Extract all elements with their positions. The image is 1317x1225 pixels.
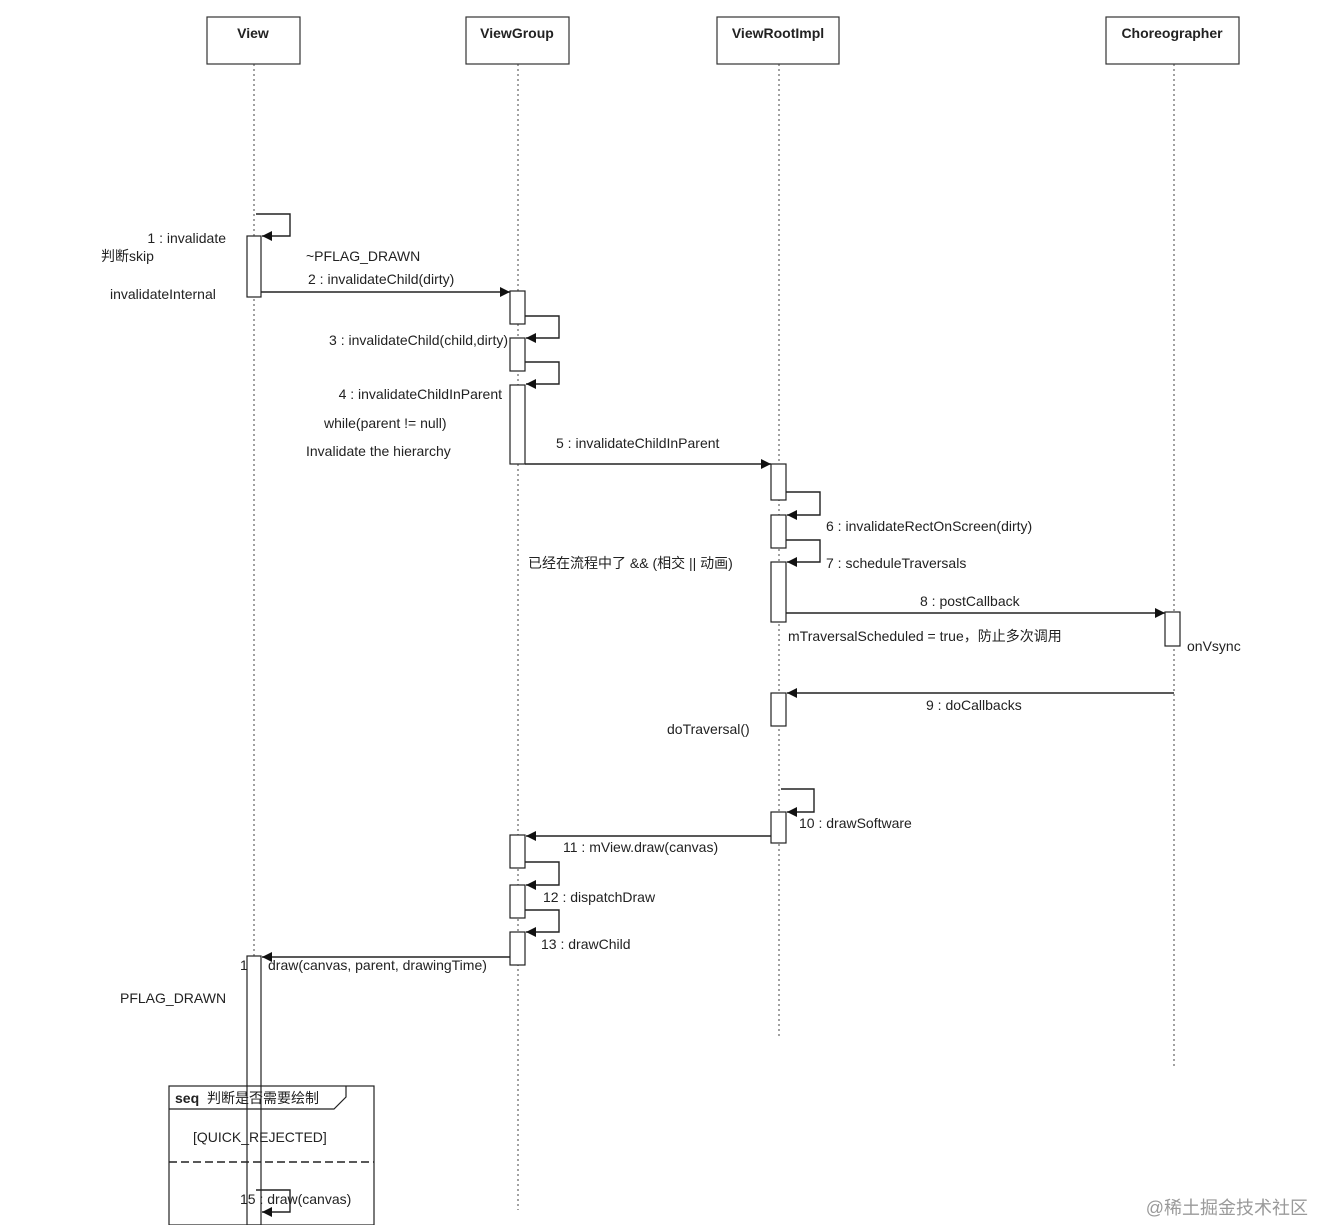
note-pflag-drawn-clear: ~PFLAG_DRAWN	[306, 248, 420, 264]
participant-viewrootimpl: ViewRootImpl	[716, 16, 840, 65]
message-12-label: 12 : dispatchDraw	[543, 889, 656, 905]
message-1-arrow	[256, 213, 291, 241]
participant-view: View	[206, 16, 301, 65]
svg-text:View: View	[237, 25, 269, 41]
activation-viewgroup-2	[509, 337, 526, 372]
participant-choreographer: Choreographer	[1105, 16, 1240, 65]
message-7-label: 7 : scheduleTraversals	[826, 555, 966, 571]
fragment-guard: [QUICK_REJECTED]	[193, 1129, 327, 1145]
note-skip: 判断skip	[101, 248, 154, 264]
message-12-arrow	[525, 861, 560, 890]
watermark: @稀土掘金技术社区	[1146, 1198, 1308, 1218]
message-14-label: draw(canvas, parent, drawingTime)	[268, 957, 487, 973]
message-10-arrow	[781, 788, 815, 817]
message-4-label: 4 : invalidateChildInParent	[339, 386, 503, 402]
message-14-number: 1	[240, 957, 248, 973]
message-11-label: 11 : mView.draw(canvas)	[563, 839, 718, 855]
activation-viewrootimpl-1	[770, 463, 787, 501]
fragment-title: 判断是否需要绘制	[207, 1090, 319, 1106]
message-1-label: 1 : invalidate	[147, 230, 226, 246]
activation-viewgroup-1	[509, 290, 526, 325]
message-15-arrow	[256, 1189, 291, 1217]
activation-view-1	[246, 235, 262, 298]
activation-viewrootimpl-2	[770, 514, 787, 549]
activation-viewrootimpl-5	[770, 811, 787, 844]
participant-viewgroup: ViewGroup	[465, 16, 570, 65]
activation-viewgroup-3	[509, 384, 526, 465]
message-10-label: 10 : drawSoftware	[799, 815, 912, 831]
message-7-arrow	[786, 539, 821, 567]
note-on-vsync: onVsync	[1187, 638, 1241, 654]
activation-viewgroup-5	[509, 884, 526, 919]
message-13-arrow	[525, 909, 560, 937]
message-9-label: 9 : doCallbacks	[926, 697, 1022, 713]
message-2-label: 2 : invalidateChild(dirty)	[308, 271, 454, 287]
activation-viewgroup-6	[509, 931, 526, 966]
activation-view-2	[246, 955, 262, 1225]
note-pflag-drawn: PFLAG_DRAWN	[120, 990, 226, 1006]
note-traversal-scheduled: mTraversalScheduled = true，防止多次调用	[788, 628, 1062, 644]
message-5-label: 5 : invalidateChildInParent	[556, 435, 720, 451]
message-8-label: 8 : postCallback	[920, 593, 1021, 609]
message-15-label: 15 : draw(canvas)	[240, 1191, 351, 1207]
note-while-parent: while(parent != null)	[323, 415, 447, 431]
note-do-traversal: doTraversal()	[667, 721, 750, 737]
svg-text:Choreographer: Choreographer	[1121, 25, 1223, 41]
message-6-label: 6 : invalidateRectOnScreen(dirty)	[826, 518, 1032, 534]
activation-viewgroup-4	[509, 834, 526, 869]
fragment-seq: seq 判断是否需要绘制 [QUICK_REJECTED]	[168, 1085, 375, 1225]
message-6-arrow	[786, 491, 821, 520]
fragment-operator: seq	[175, 1090, 199, 1106]
activation-viewrootimpl-4	[770, 692, 787, 727]
activation-viewrootimpl-3	[770, 561, 787, 623]
message-3-label: 3 : invalidateChild(child,dirty)	[329, 332, 508, 348]
message-13-label: 13 : drawChild	[541, 936, 631, 952]
svg-text:ViewGroup: ViewGroup	[480, 25, 554, 41]
message-3-arrow	[525, 315, 560, 343]
activation-choreographer-1	[1164, 611, 1181, 647]
note-invalidate-internal: invalidateInternal	[110, 286, 216, 302]
note-condition: 已经在流程中了 && (相交 || 动画)	[528, 555, 733, 571]
note-invalidate-hierarchy: Invalidate the hierarchy	[306, 443, 451, 459]
svg-text:ViewRootImpl: ViewRootImpl	[732, 25, 824, 41]
message-4-arrow	[525, 361, 560, 389]
